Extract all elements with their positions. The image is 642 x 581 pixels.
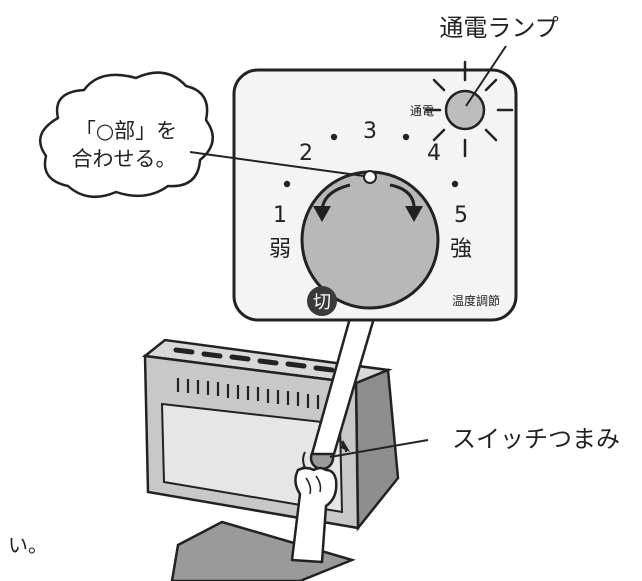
dial-number-3: 3: [363, 119, 377, 144]
bubble-text-line2: 合わせる。: [72, 147, 177, 171]
lamp-small-label: 通電: [410, 104, 434, 118]
temp-control-label: 温度調節: [452, 293, 500, 308]
dial-pointer-mark: [363, 170, 377, 184]
dial-number-5: 5: [454, 203, 468, 228]
dial-number-4: 4: [427, 141, 441, 166]
cutoff-caption: い。: [8, 533, 48, 557]
bubble-text-line1: 「○部」を: [75, 119, 177, 143]
speech-bubble: 「○部」を 合わせる。: [38, 71, 365, 199]
bubble-leader-line: [189, 151, 365, 177]
control-panel: 1 弱 2 3 4 5 強 切 温度調節 通電: [232, 60, 518, 322]
switch-callout-leader: [329, 439, 429, 458]
off-badge: [307, 286, 337, 316]
lamp-callout-label: 通電ランプ: [439, 14, 558, 42]
heater-stand: [170, 520, 356, 581]
off-symbol: 切: [313, 292, 331, 313]
dial-word-weak: 弱: [269, 237, 291, 262]
lamp-rays-icon: [424, 60, 514, 158]
hand-icon: [290, 466, 338, 564]
dial-word-strong: 強: [450, 237, 472, 262]
switch-callout-label: スイッチつまみ: [452, 425, 620, 453]
lamp-callout-leader: [465, 45, 507, 107]
power-lamp: [444, 89, 486, 131]
dial-number-1: 1: [273, 203, 287, 228]
front-vent-slots: [176, 378, 320, 409]
dial-number-2: 2: [299, 141, 313, 166]
heater-unit: [141, 338, 400, 581]
dial-dots: [283, 133, 459, 188]
